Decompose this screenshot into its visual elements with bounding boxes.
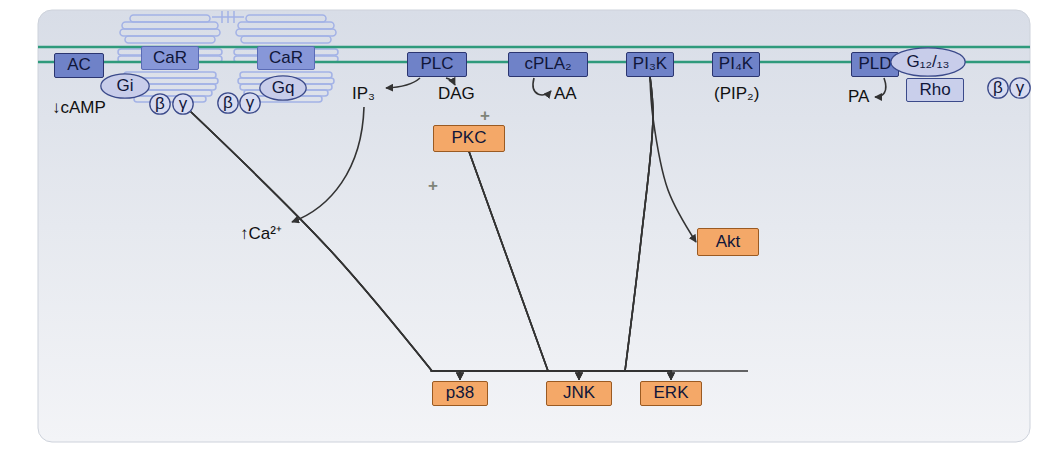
node-text: β (155, 94, 165, 114)
node-text: β (223, 93, 233, 113)
signal-arrow (191, 112, 671, 380)
molecule-label: IP₃ (352, 84, 375, 104)
protein-box: PI₃K (626, 52, 674, 77)
signal-arrow (625, 77, 671, 380)
signal-arrow (650, 77, 696, 243)
signal-arrow (191, 112, 579, 380)
subunit-circle: β (217, 92, 239, 114)
kinase-box: PKC (433, 125, 505, 152)
signal-arrow (469, 152, 671, 380)
subunit-circle-shape (240, 93, 260, 113)
node-text: PLD (858, 54, 891, 74)
g-protein-ellipse-shape (260, 76, 306, 100)
signal-arrow (460, 77, 653, 380)
protein-box: AC (54, 53, 104, 78)
signal-arrow (460, 152, 548, 380)
node-text: γ (1016, 78, 1025, 98)
node-text: PI₃K (633, 54, 667, 74)
kinase-box: ERK (640, 381, 702, 406)
plus-sign: + (428, 176, 438, 196)
background-panel (38, 10, 1030, 442)
reaction-arrow (386, 78, 420, 88)
node-text: CaR (269, 48, 303, 68)
node-text: Gi (117, 76, 134, 96)
subunit-circle-shape (988, 78, 1008, 98)
node-text: AC (67, 55, 91, 75)
signal-arrow (469, 152, 579, 380)
subunit-circle-shape (150, 94, 170, 114)
subunit-circle: β (987, 77, 1009, 99)
molecule-label: PA (848, 87, 869, 107)
node-text: p38 (446, 383, 474, 403)
kinase-box: p38 (432, 381, 488, 406)
node-text: JNK (563, 383, 595, 403)
kinase-box: Akt (697, 228, 759, 256)
subunit-circle: β (149, 93, 171, 115)
reaction-arrow (875, 78, 886, 97)
g-protein-ellipse: G₁₂/₁₃ (890, 47, 966, 77)
subunit-circle-shape (1010, 78, 1030, 98)
g-protein-ellipse-shape (891, 48, 965, 76)
reaction-arrow (533, 78, 551, 95)
node-text: cPLA₂ (524, 54, 571, 74)
subunit-circle: γ (172, 93, 194, 115)
node-text: ERK (654, 383, 689, 403)
protein-box: PLC (407, 52, 467, 77)
node-text: PKC (452, 128, 487, 148)
molecule-label: ↓cAMP (52, 98, 106, 118)
molecule-label: DAG (438, 84, 475, 104)
g-protein-ellipse: Gi (100, 73, 150, 99)
subunit-circle-shape (218, 93, 238, 113)
plus-sign: + (480, 106, 490, 126)
subunit-circle: γ (239, 92, 261, 114)
kinase-box: JNK (546, 381, 612, 406)
molecule-label: (PIP₂) (714, 84, 759, 104)
g-protein-ellipse: Gq (259, 75, 307, 101)
protein-box: Rho (906, 78, 964, 102)
receptor-box: CaR (141, 46, 199, 70)
node-text: γ (246, 93, 255, 113)
node-text: β (993, 78, 1003, 98)
reaction-arrow (446, 78, 455, 85)
node-text: PLC (420, 54, 453, 74)
node-text: G₁₂/₁₃ (907, 52, 950, 72)
protein-box: cPLA₂ (508, 52, 588, 77)
subunit-circle: γ (1009, 77, 1031, 99)
node-text: PI₄K (719, 54, 753, 74)
molecule-label: AA (554, 84, 577, 104)
receptor-box: CaR (257, 46, 315, 70)
molecule-label: ↑Ca²⁺ (240, 224, 282, 244)
node-text: Akt (716, 232, 741, 252)
reaction-arrow (292, 107, 364, 222)
g-protein-ellipse-shape (101, 74, 149, 98)
node-text: Gq (272, 78, 295, 98)
receptor-illustration (118, 11, 338, 102)
node-text: CaR (153, 48, 187, 68)
protein-box: PI₄K (712, 52, 760, 77)
node-text: γ (179, 94, 188, 114)
node-text: Rho (919, 80, 950, 100)
subunit-circle-shape (173, 94, 193, 114)
reaction-arrows (292, 78, 886, 371)
